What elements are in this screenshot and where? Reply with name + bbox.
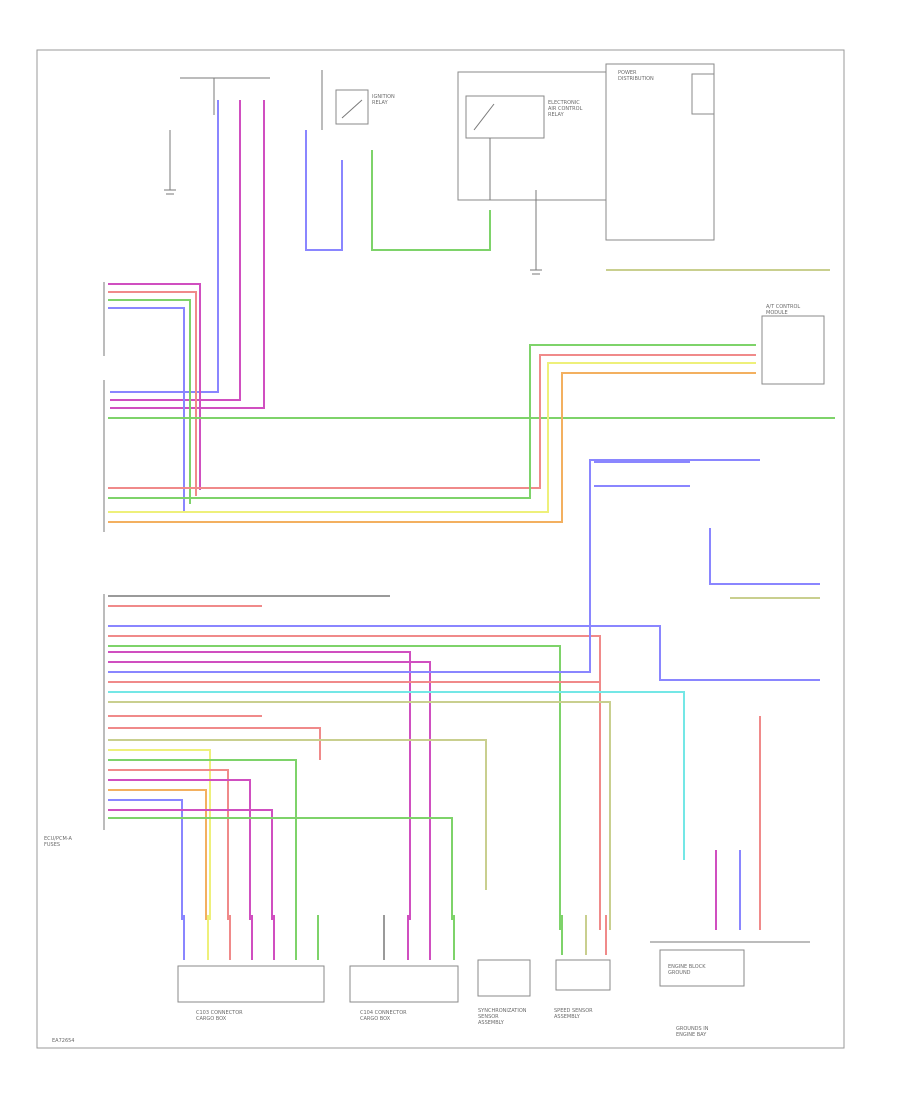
- wire-orange-c1: [108, 789, 207, 920]
- wire-red-to-module: [108, 354, 756, 489]
- wire-blue-c1: [108, 799, 183, 920]
- wire-upper-red: [108, 291, 197, 496]
- wire-magenta-c2: [108, 809, 273, 920]
- wire-green-lower-1: [108, 645, 561, 930]
- wire-green-c2: [108, 817, 453, 920]
- wire-top-blue-1: [110, 100, 219, 393]
- bottom-connectors: [177, 941, 810, 1003]
- wire-olive-lower: [108, 701, 611, 930]
- wire-yellow-c1: [108, 749, 211, 920]
- top-blocks: [164, 63, 825, 385]
- wire-top-magenta-2: [110, 100, 265, 409]
- wire-upper-green: [108, 299, 191, 504]
- wire-green-c1: [108, 759, 297, 920]
- wire-harness: [108, 100, 835, 960]
- wire-red-lower-2: [108, 635, 601, 690]
- sensor-box: [477, 959, 531, 997]
- wire-orange-to-module: [108, 372, 756, 523]
- wire-top-green-loop: [371, 150, 491, 251]
- wire-cyan-long: [108, 691, 685, 860]
- c-connector: [177, 965, 325, 1003]
- wire-blue-to-right: [108, 459, 760, 673]
- wire-red-c1: [108, 769, 229, 920]
- wire-yellow-to-module: [108, 362, 756, 513]
- wire-top-blue-loop: [305, 130, 343, 251]
- wire-olive-to-sensor: [108, 739, 487, 890]
- wire-green-to-module: [108, 344, 756, 499]
- inner-relay-box: [465, 95, 545, 139]
- fuse-block: [605, 63, 715, 241]
- wire-magenta-lower-1: [108, 651, 411, 920]
- wire-blue-right-loop: [709, 528, 820, 585]
- wire-red-lower-4: [108, 727, 321, 760]
- wire-upper-magenta: [108, 283, 201, 490]
- figure-id: EA72654: [52, 1038, 75, 1044]
- d-connector: [349, 965, 459, 1003]
- wire-upper-blue: [108, 307, 185, 512]
- wire-red-to-speed: [108, 681, 601, 930]
- wire-magenta-c1: [108, 779, 251, 920]
- speed-sensor-box: [555, 959, 611, 991]
- wire-magenta-lower-2: [108, 661, 431, 920]
- right-module: [761, 315, 825, 385]
- fuse-element: [691, 73, 715, 115]
- ground-box: [659, 949, 745, 987]
- diagram-frame: [36, 49, 845, 1049]
- wire-blue-lower: [108, 625, 820, 681]
- wire-top-magenta-1: [110, 100, 241, 401]
- air-control-box: [457, 71, 607, 201]
- relay-box: [335, 89, 369, 125]
